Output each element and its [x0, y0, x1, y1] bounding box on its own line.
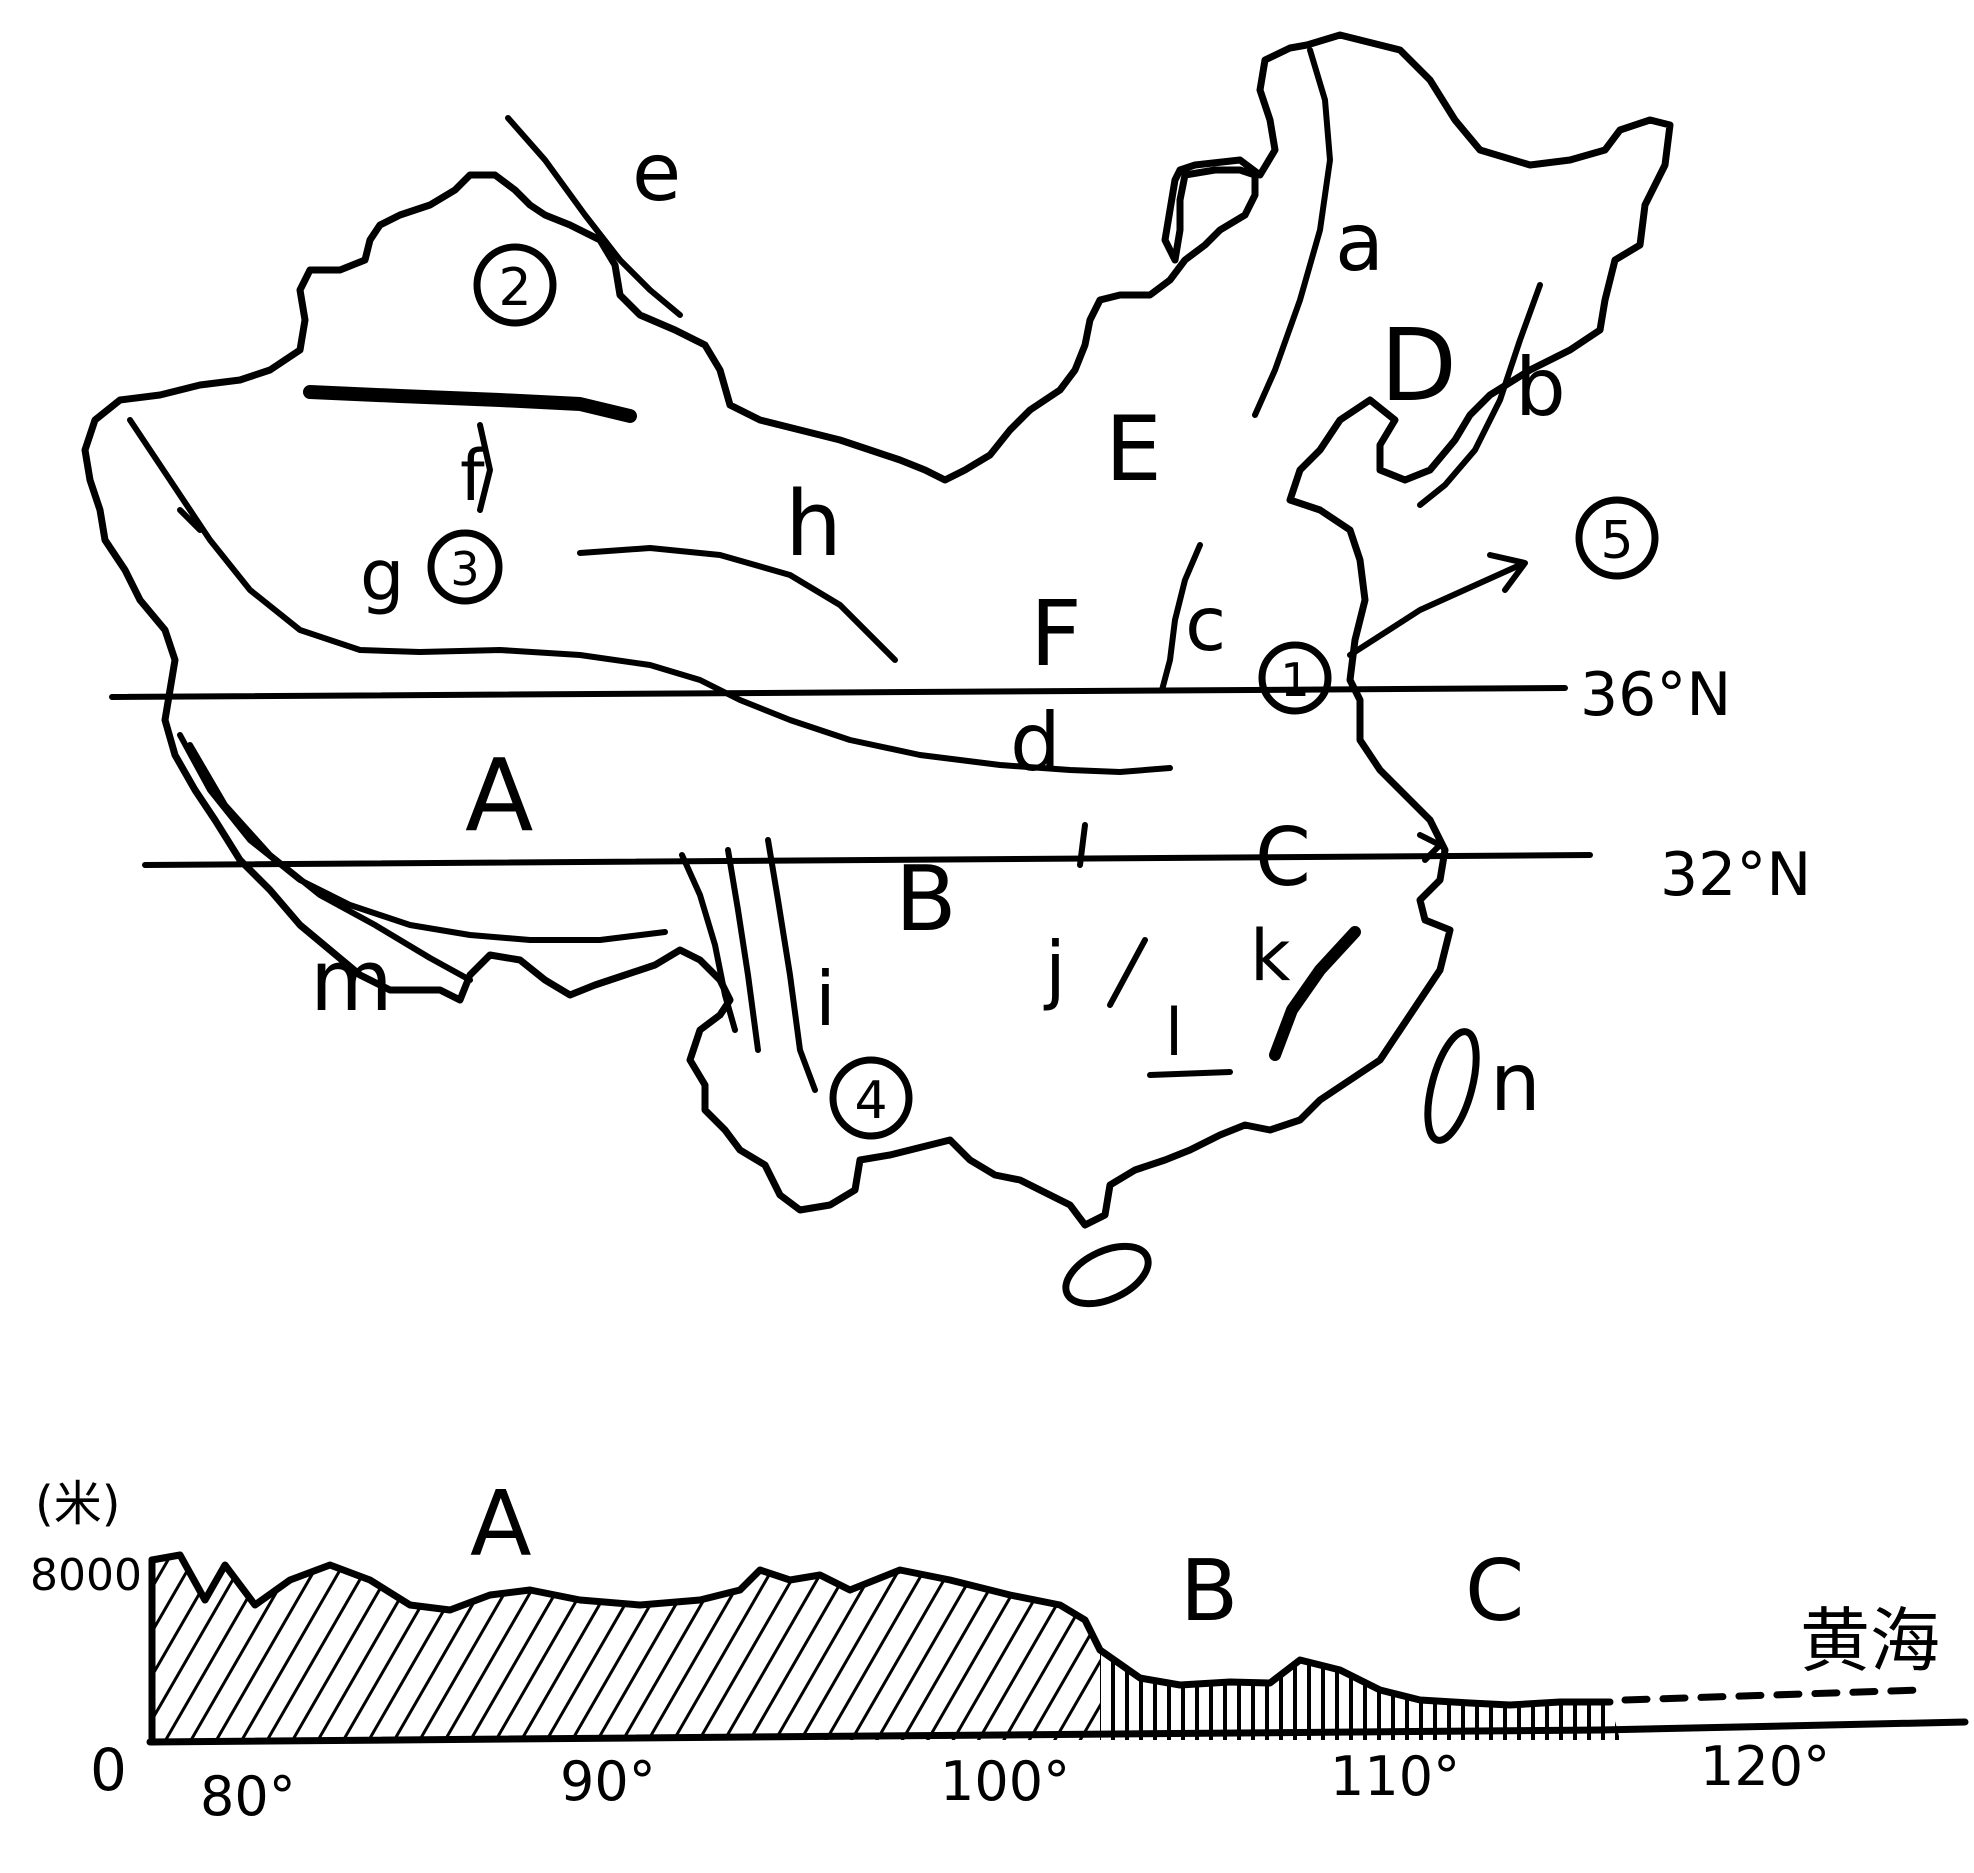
label-n: n	[1490, 1036, 1541, 1129]
label-g: g	[360, 535, 404, 617]
label-a: a	[1335, 196, 1384, 289]
circled-1: 1	[1258, 641, 1332, 715]
latitude-32-label: 32°N	[1660, 840, 1811, 910]
taiwan-island	[1424, 1028, 1480, 1144]
label-j: j	[1043, 925, 1066, 1013]
label-m: m	[310, 932, 393, 1031]
label-c: c	[1185, 580, 1226, 668]
circled-2: 2	[473, 243, 557, 327]
range-m-inner	[187, 742, 473, 983]
label-C: C	[1255, 811, 1311, 904]
profile-lowland-fill	[1100, 1650, 1620, 1740]
hainan-island	[1062, 1242, 1152, 1308]
range-a	[1252, 47, 1333, 418]
profile-label-B: B	[1180, 1542, 1238, 1641]
svg-text:4: 4	[854, 1071, 887, 1131]
label-b: b	[1515, 341, 1566, 434]
sea-label: 黄海	[1800, 1600, 1940, 1682]
label-B: B	[895, 847, 957, 952]
latitude-36-label: 36°N	[1580, 660, 1731, 730]
sea-dashed-line	[1621, 1686, 1924, 1704]
x-tick-90: 90°	[560, 1750, 656, 1813]
profile-plateau-fill	[152, 1555, 1100, 1740]
svg-text:2: 2	[498, 258, 531, 318]
range-h	[577, 545, 898, 663]
x-tick-110: 110°	[1330, 1745, 1460, 1808]
label-h: h	[785, 472, 842, 577]
y-zero-label: 0	[90, 1736, 127, 1804]
latitude-36-line	[109, 685, 1568, 700]
circled-5: 5	[1575, 496, 1659, 580]
range-j-slash	[1107, 937, 1148, 1008]
range-k	[1269, 926, 1361, 1061]
svg-text:3: 3	[450, 542, 479, 596]
label-f: f	[460, 435, 486, 517]
x-tick-100: 100°	[940, 1750, 1070, 1813]
range-b	[1417, 282, 1543, 508]
range-tianshan	[303, 385, 637, 423]
china-outline	[81, 31, 1674, 1229]
y-top-label: 8000	[30, 1550, 142, 1601]
range-i-2	[725, 847, 761, 1053]
profile-outline	[148, 1551, 1614, 1744]
range-l	[1147, 1069, 1233, 1078]
range-kunlun-tick	[177, 507, 203, 533]
label-d: d	[1010, 696, 1061, 789]
circled-3: 3	[427, 529, 503, 605]
latitude-32-line	[142, 852, 1593, 868]
label-k: k	[1250, 915, 1291, 997]
label-i: i	[815, 955, 836, 1043]
circled-4: 4	[829, 1056, 913, 1140]
label-D: D	[1380, 307, 1457, 424]
svg-text:5: 5	[1600, 511, 1633, 571]
profile-label-C: C	[1465, 1542, 1524, 1641]
x-tick-80: 80°	[200, 1765, 296, 1828]
label-F: F	[1030, 582, 1082, 687]
range-c	[1159, 542, 1203, 693]
range-i-1	[679, 852, 738, 1033]
range-kunlun-g	[127, 417, 1173, 775]
range-i-3	[765, 837, 818, 1093]
label-e: e	[632, 126, 681, 219]
x-tick-120: 120°	[1700, 1735, 1830, 1798]
profile-label-A: A	[470, 1472, 532, 1577]
svg-text:1: 1	[1280, 653, 1309, 707]
profile-baseline	[146, 1718, 1969, 1746]
arrow-head	[1487, 552, 1528, 593]
y-unit-label: (米)	[35, 1476, 120, 1532]
label-l: l	[1165, 996, 1183, 1071]
label-A: A	[465, 737, 533, 854]
arrow-line	[1347, 562, 1523, 658]
range-e	[505, 115, 683, 318]
range-f-pointer	[477, 422, 493, 513]
label-E: E	[1105, 397, 1162, 502]
